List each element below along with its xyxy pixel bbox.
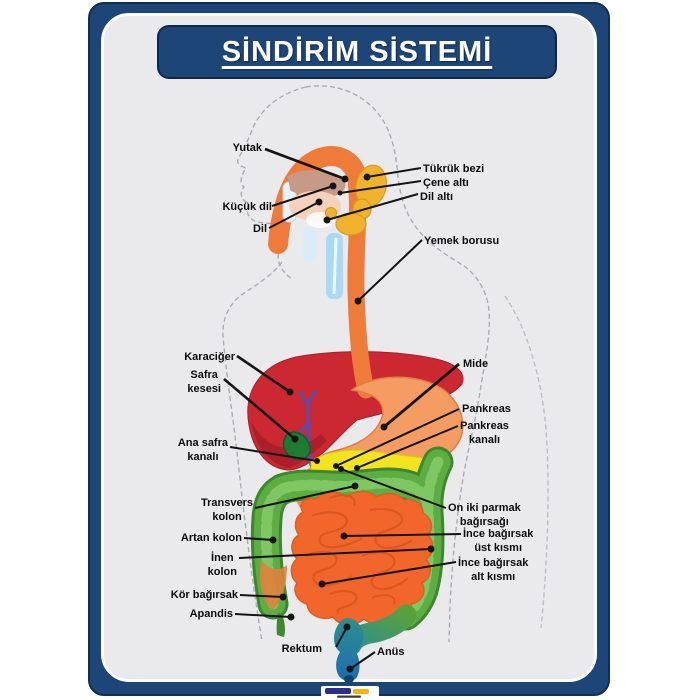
label-mide: Mide — [463, 358, 489, 370]
label-dil-alti: Dil altı — [420, 191, 454, 203]
publisher-logo — [321, 686, 379, 700]
label-dil: Dil — [252, 223, 267, 235]
label-cene-alti: Çene altı — [423, 177, 469, 189]
label-yutak: Yutak — [232, 142, 262, 154]
label-apandis: Apandis — [189, 608, 233, 620]
page-title: SİNDİRİM SİSTEMİ — [221, 35, 493, 68]
poster-frame: SİNDİRİM SİSTEMİ — [88, 2, 610, 696]
label-yemek-borusu: Yemek borusu — [424, 235, 500, 247]
label-tukruk-bezi: Tükrük bezi — [423, 163, 485, 175]
label-anus: Anüs — [377, 646, 405, 658]
label-karaciger: Karaciğer — [184, 351, 235, 363]
label-rektum: Rektum — [281, 643, 322, 655]
label-pankreas: Pankreas — [462, 403, 511, 415]
title-banner: SİNDİRİM SİSTEMİ — [157, 25, 557, 79]
label-artan-kolon: Artan kolon — [180, 532, 242, 544]
label-kucuk-dil: Küçük dil — [222, 201, 272, 213]
label-kor-bagirsak: Kör bağırsak — [170, 589, 238, 601]
publisher-logo-mark — [325, 688, 369, 698]
